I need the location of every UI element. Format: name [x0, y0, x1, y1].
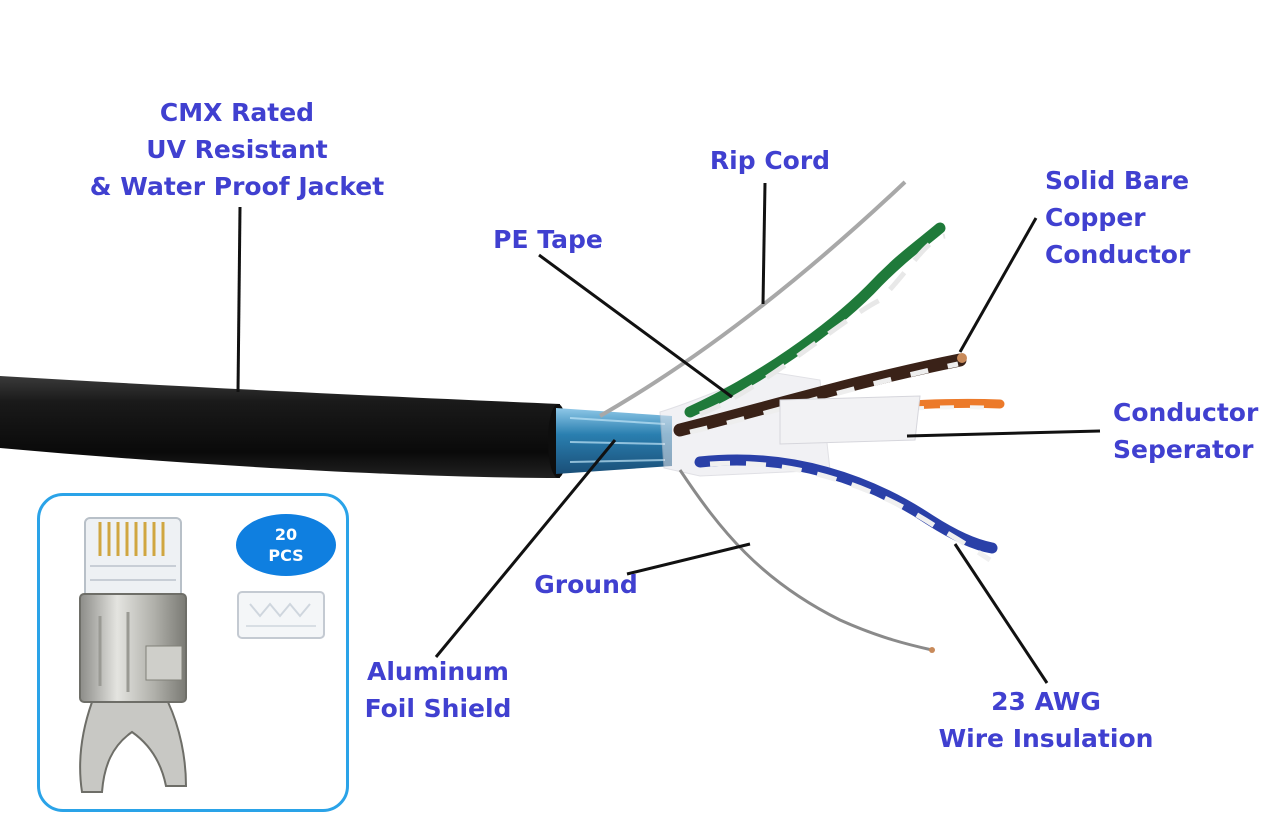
label-rip-cord: Rip Cord	[709, 146, 831, 175]
label-wire-insulation: 23 AWG Wire Insulation	[938, 687, 1154, 753]
leader-foil	[434, 439, 617, 658]
leader-ground	[626, 542, 751, 576]
badge-unit: PCS	[268, 546, 304, 565]
leader-copper	[958, 217, 1038, 353]
label-copper-conductor: Solid Bare Copper Conductor	[1045, 166, 1191, 269]
rip-cord	[599, 180, 907, 418]
cable-jacket	[0, 376, 560, 478]
badge-count: 20	[274, 525, 298, 544]
quantity-badge: 20 PCS	[236, 514, 336, 576]
brown-pair	[673, 353, 967, 437]
blue-pair	[694, 454, 998, 554]
green-pair	[684, 222, 946, 418]
rj45-connector-image	[79, 517, 325, 793]
leader-insulation	[953, 543, 1049, 684]
ground-wire	[678, 469, 933, 652]
conductor-separator	[779, 395, 921, 445]
connector-inset: 20 PCS	[37, 493, 349, 812]
leader-pe-tape	[538, 253, 733, 399]
label-pe-tape: PE Tape	[493, 225, 603, 254]
leader-jacket	[236, 206, 242, 393]
label-conductor-separator: Conductor Seperator	[1113, 398, 1259, 464]
label-foil-shield: Aluminum Foil Shield	[364, 657, 512, 723]
label-ground: Ground	[534, 570, 638, 599]
label-jacket: CMX Rated UV Resistant & Water Proof Jac…	[89, 98, 385, 201]
leader-separator	[906, 429, 1101, 438]
leader-rip-cord	[761, 182, 767, 305]
